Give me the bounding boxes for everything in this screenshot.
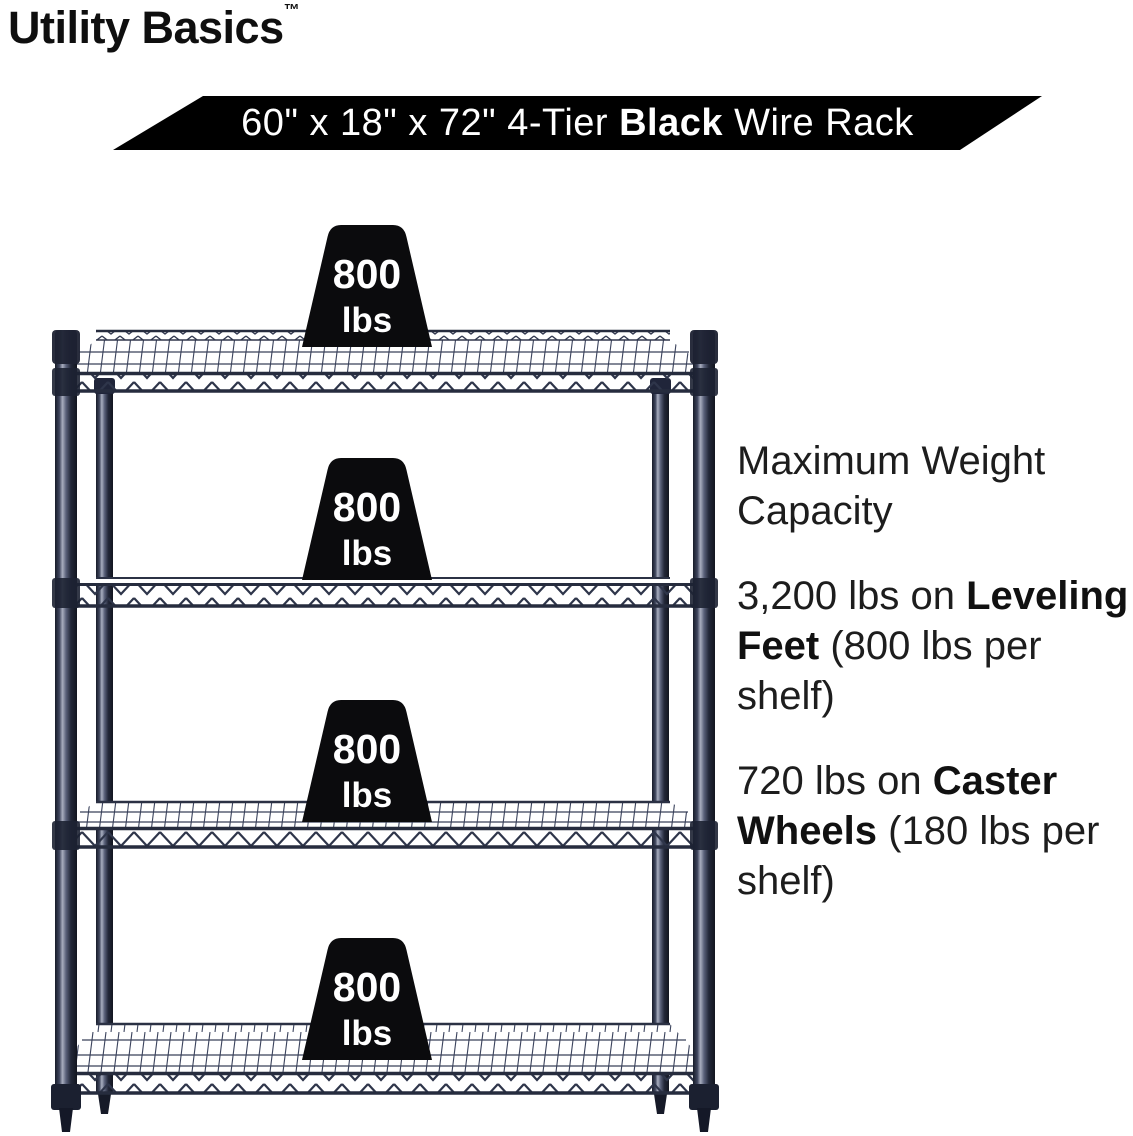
info-panel: Maximum Weight Capacity 3,200 lbs on Lev… [737,436,1133,941]
title-dimensions: 60" x 18" x 72" 4-Tier [241,101,620,144]
p2-l1-pre: 720 lbs on [737,759,933,803]
p2-l1-bold: Caster [932,759,1058,803]
leveling-foot-left [59,1108,73,1132]
p1-l2-bold: Feet [737,624,820,668]
weight-unit: lbs [342,1014,393,1053]
p1-l2-post: (800 lbs per [819,624,1042,668]
weight-value: 800 [333,484,401,530]
weight-badge-tier-1: 800 lbs [302,225,432,347]
wire-rack-illustration: 800 lbs 800 lbs 800 lbs 800 lbs [51,225,719,1132]
weight-unit: lbs [342,776,393,815]
leveling-foot-right [697,1108,711,1132]
weight-badge-tier-4: 800 lbs [302,938,432,1060]
heading-line-1: Maximum Weight [737,439,1046,483]
brand-logo: Utility Basics™ [8,2,300,54]
capacity-heading: Maximum Weight Capacity [737,436,1133,536]
title-color-bold: Black [619,101,724,144]
p1-l1-pre: 3,200 lbs on [737,574,967,618]
p1-l3: shelf) [737,674,835,718]
weight-unit: lbs [342,534,393,573]
trademark-symbol: ™ [283,2,300,19]
weight-value: 800 [333,726,401,772]
brand-name: Utility Basics [8,2,284,53]
weight-badge-tier-2: 800 lbs [302,458,432,580]
weight-badge-tier-3: 800 lbs [302,700,432,822]
weight-unit: lbs [342,301,393,340]
p2-l3: shelf) [737,859,835,903]
p2-l2-post: (180 lbs per [877,809,1100,853]
p2-l2-bold: Wheels [737,809,878,853]
product-title-banner: 60" x 18" x 72" 4-Tier Black Wire Rack [113,96,1042,150]
leveling-feet-capacity: 3,200 lbs on Leveling Feet (800 lbs per … [737,571,1133,721]
title-suffix: Wire Rack [723,101,914,144]
product-title: 60" x 18" x 72" 4-Tier Black Wire Rack [241,102,914,145]
front-posts [51,330,719,1132]
back-posts [94,378,671,1114]
heading-line-2: Capacity [737,489,893,533]
weight-value: 800 [333,251,401,297]
shelf-2 [55,577,715,608]
caster-wheels-capacity: 720 lbs on Caster Wheels (180 lbs per sh… [737,756,1133,906]
weight-value: 800 [333,964,401,1010]
p1-l1-bold: Leveling [966,574,1129,618]
